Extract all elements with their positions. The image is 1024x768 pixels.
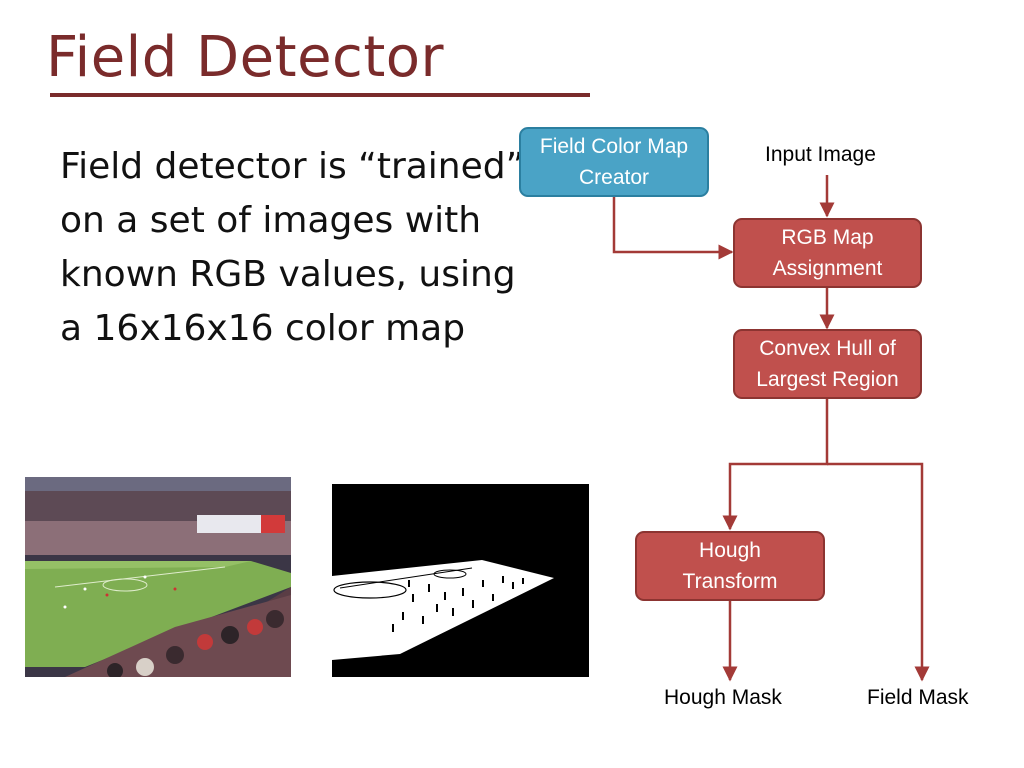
slide-title: Field Detector (46, 25, 445, 90)
input-image-label: Input Image (765, 143, 876, 166)
title-underline (50, 93, 590, 97)
hough-transform-node: Hough Transform (635, 531, 825, 601)
arrow-hull-to-hough (722, 399, 829, 531)
arrow-colormap-to-rgb (612, 197, 734, 260)
arrow-hull-to-field-mask (827, 462, 930, 682)
stadium-photo (25, 477, 291, 677)
convex-hull-label: Convex Hull of Largest Region (756, 337, 899, 391)
hough-transform-label: Hough Transform (682, 539, 778, 593)
rgb-map-assignment-label: RGB Map Assignment (772, 226, 883, 280)
field-color-map-creator-label: Field Color Map Creator (539, 135, 689, 189)
field-mask-image (332, 484, 589, 677)
field-mask-label: Field Mask (867, 686, 969, 709)
convex-hull-node: Convex Hull of Largest Region (733, 329, 922, 399)
field-color-map-creator-node: Field Color Map Creator (519, 127, 709, 197)
rgb-map-assignment-node: RGB Map Assignment (733, 218, 922, 288)
slide-body-text: Field detector is “trained” on a set of … (60, 146, 525, 349)
hough-mask-label: Hough Mask (664, 686, 782, 709)
